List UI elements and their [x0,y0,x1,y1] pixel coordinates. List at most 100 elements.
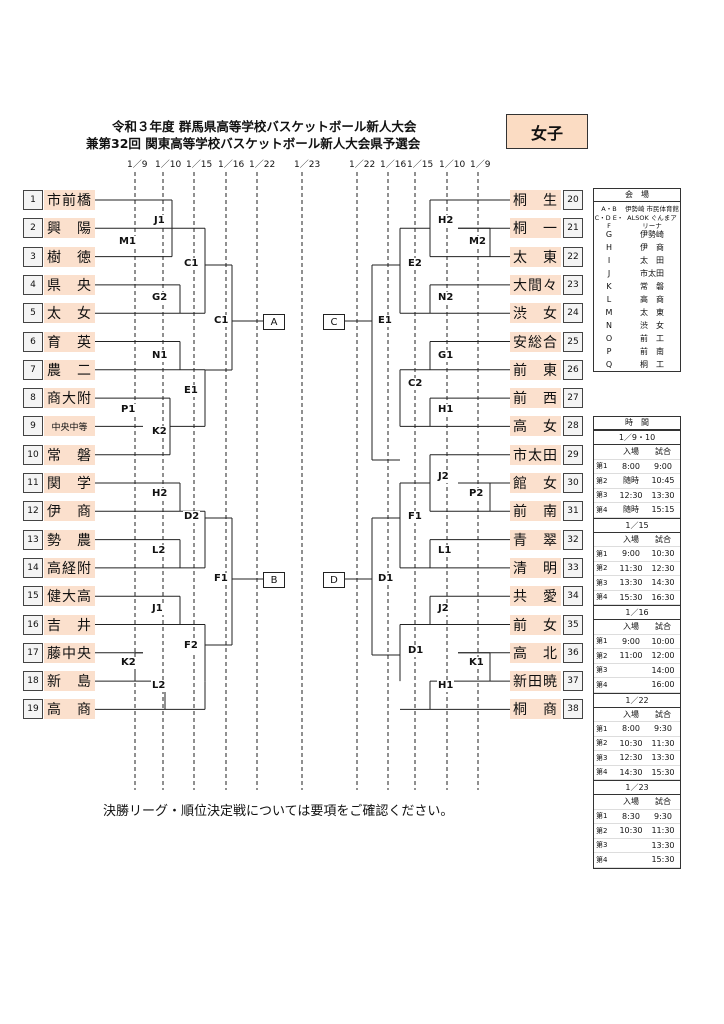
time-slot: 第2 [596,651,608,660]
venue-name: 太 田 [640,255,664,265]
team-number: 7 [23,359,43,380]
team-number: 22 [563,246,583,267]
date-right: 1／22 [349,160,376,170]
team-name: 伊 商 [44,501,95,522]
time-entry: 9:00 [622,636,640,646]
venue-code: G [605,229,613,239]
match-label: J1 [153,215,166,227]
time-row: 第1 8:00 9:00 [594,460,680,474]
date-right: 1／16 [380,160,407,170]
venue-code: L [606,294,612,304]
team-name: 館 女 [510,473,561,493]
match-label: D2 [183,511,201,523]
time-day-header: 1／9・10 [594,430,680,445]
date-left: 1／23 [294,160,321,170]
team-name: 勢 農 [44,529,95,550]
match-label: J2 [437,603,450,615]
team-name: 市太田 [510,444,561,465]
title-line1: 令和３年度 群馬県高等学校バスケットボール新人大会 [112,119,417,134]
team-number: 20 [563,190,583,210]
team-name: 安総合 [510,331,561,352]
team-number: 2 [23,218,43,239]
time-day-header: 1／23 [594,780,680,795]
title-line2: 兼第32回 関東高等学校バスケットボール新人大会県予選会 [86,136,421,151]
team-number: 24 [563,303,583,324]
time-entry: 8:30 [622,811,640,821]
time-entry: 15:30 [619,592,643,602]
time-slot: 第2 [596,476,608,485]
match-label: C1 [213,315,230,327]
time-row: 第3 12:30 13:30 [594,751,680,766]
match-label: M2 [468,236,487,248]
time-entry: 8:00 [622,461,640,471]
time-slot: 第1 [596,549,608,558]
time-slot: 第2 [596,564,608,573]
venue-name: 桐 工 [640,359,664,369]
venue-name: 市太田 [640,268,664,278]
team-name: 市前橋 [44,190,95,210]
team-number: 27 [563,388,583,409]
team-name: 桐 生 [510,190,561,210]
time-day-header: 1／15 [594,517,680,533]
time-game: 11:30 [651,738,675,748]
team-number: 21 [563,218,583,239]
team-name: 桐 商 [510,699,561,720]
match-label: K1 [468,657,485,669]
time-game: 16:00 [651,680,675,690]
match-label: E1 [183,385,199,397]
match-label: H2 [437,215,455,227]
time-slot: 第1 [596,462,608,471]
team-name: 前 南 [510,501,561,522]
date-right: 1／15 [407,160,434,170]
time-col-entry: 入場 [623,797,639,807]
match-label: F1 [213,573,229,585]
time-game: 14:00 [651,665,675,675]
team-name: 県 央 [44,274,95,295]
team-number: 30 [563,473,583,493]
team-name: 樹 徳 [44,246,95,267]
time-game: 9:00 [654,461,672,471]
team-number: 38 [563,699,583,720]
team-name: 健大高 [44,586,95,607]
team-name: 興 陽 [44,218,95,239]
time-game: 10:00 [651,636,675,646]
time-game: 13:30 [651,753,675,763]
team-number: 13 [23,529,43,550]
match-label: D1 [377,573,395,585]
team-number: 26 [563,359,583,380]
time-entry: 12:30 [619,753,643,763]
team-number: 17 [23,642,43,663]
time-col-header: 入場試合 [594,445,680,460]
time-entry: 8:00 [622,724,640,734]
time-game: 10:30 [651,549,675,559]
match-label: G2 [151,292,169,304]
time-game: 11:30 [651,826,675,836]
team-number: 1 [23,190,43,210]
time-slot: 第4 [596,505,608,514]
match-label: L1 [437,545,453,557]
time-header: 時 間 [594,417,680,430]
team-name: 農 二 [44,359,95,380]
time-col-entry: 入場 [623,622,639,632]
match-label: N1 [151,350,169,362]
time-slot: 第4 [596,855,608,864]
team-number: 33 [563,557,583,578]
time-slot: 第3 [596,753,608,762]
